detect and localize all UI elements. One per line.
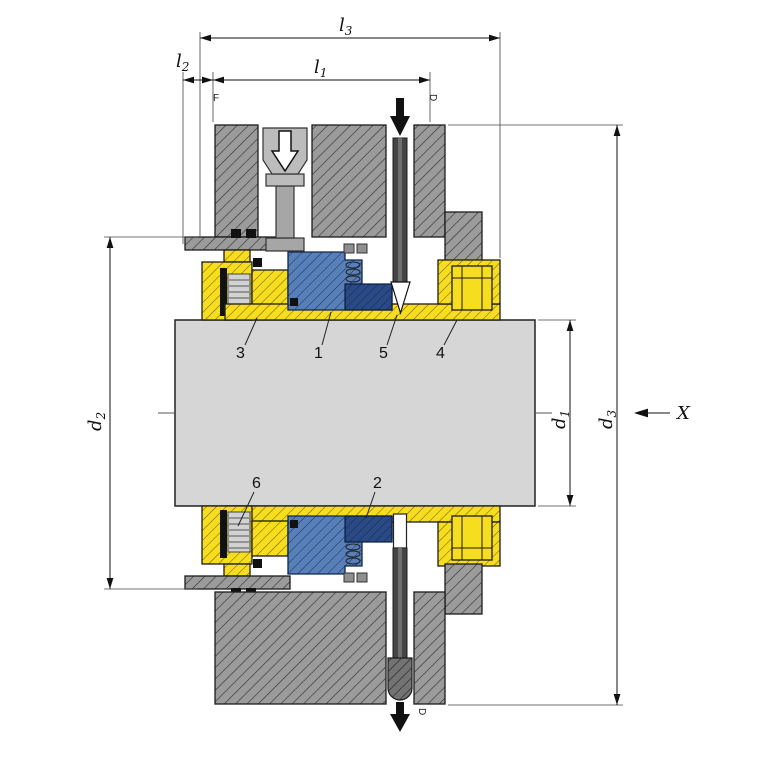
lower-right-gland <box>437 515 501 615</box>
upper-housing-left <box>214 124 259 238</box>
grub-screw <box>356 572 368 583</box>
upper-housing-mid <box>311 124 387 238</box>
set-screw <box>246 229 256 238</box>
gland-cap <box>223 563 251 577</box>
upper-housing-right <box>413 124 446 238</box>
part-label-3: 3 <box>236 345 245 362</box>
spring-coil <box>345 275 361 283</box>
lower-clamp-plate <box>184 575 291 590</box>
dim-label-l1: l1 <box>314 57 327 80</box>
stud-highlight <box>398 138 402 286</box>
port-arrow-top-icon <box>390 98 410 136</box>
white-pointer <box>390 281 411 316</box>
grub-screw <box>343 243 355 254</box>
spring-coil <box>345 550 361 558</box>
dim-label-d3: d3 <box>596 409 619 429</box>
o-ring <box>220 510 227 558</box>
upper-right-gland <box>437 259 501 311</box>
dim-label-x: X <box>675 403 691 424</box>
part-callouts: 3 1 5 4 6 2 <box>236 311 458 527</box>
lower-housing-right <box>413 591 446 705</box>
gland-cap <box>223 249 251 263</box>
lower-stud <box>387 513 413 732</box>
port-arrow-bottom-icon <box>390 702 410 732</box>
o-ring <box>290 520 298 528</box>
lower-housing-step <box>444 563 483 615</box>
dim-d2: d2 <box>85 236 198 590</box>
part-label-5: 5 <box>379 345 388 362</box>
gland-step <box>251 520 289 557</box>
set-screw <box>231 229 241 238</box>
dim-d3: d3 <box>448 124 623 706</box>
spring-coil <box>345 543 361 551</box>
socket-screw <box>262 127 308 252</box>
part-label-2: 2 <box>373 475 382 492</box>
annotation-port-top: D <box>427 94 438 101</box>
lower-left-gland <box>201 505 289 577</box>
part-label-1: 1 <box>314 345 323 362</box>
lower-housing-left <box>214 591 387 705</box>
part-label-4: 4 <box>436 345 445 362</box>
grub-screw <box>343 572 355 583</box>
lower-seal-unit <box>287 515 393 583</box>
shaft <box>174 319 536 507</box>
annotation-flush: F <box>213 93 219 104</box>
gland-bolt <box>451 515 493 561</box>
lower-housing <box>214 591 446 705</box>
dim-l2: l2 <box>176 51 213 244</box>
stud-highlight <box>398 548 402 658</box>
flush-arrow-white-icon <box>270 130 300 173</box>
spring-coil <box>345 268 361 276</box>
view-x-arrow: X <box>634 403 691 424</box>
dim-l3: l3 <box>199 15 501 258</box>
gland-bolt <box>451 265 493 311</box>
stud-white-segment <box>392 513 408 549</box>
upper-stud <box>390 98 411 316</box>
x-arrow-icon <box>634 408 648 418</box>
gland-step <box>251 269 289 306</box>
dim-label-l3: l3 <box>339 15 353 38</box>
dim-d1: d1 <box>538 319 576 507</box>
part-label-6: 6 <box>252 475 261 492</box>
screw-collar <box>265 173 305 187</box>
upper-seal-unit <box>287 243 393 311</box>
o-ring <box>253 559 262 568</box>
screw-boss <box>265 237 305 252</box>
spring-coil <box>345 557 361 565</box>
o-ring <box>220 268 227 316</box>
annotation-port-bottom: D <box>416 708 427 715</box>
spring-coil <box>345 261 361 269</box>
hex-nut <box>387 657 413 701</box>
dim-l1: l1 <box>212 57 431 122</box>
grub-screw <box>356 243 368 254</box>
dim-label-d1: d1 <box>549 410 572 429</box>
upper-housing-step <box>444 211 483 263</box>
o-ring <box>290 298 298 306</box>
dim-label-d2: d2 <box>85 412 108 431</box>
screw-shank <box>275 185 295 239</box>
stationary-seat <box>344 283 393 311</box>
o-ring <box>253 258 262 267</box>
stationary-seat <box>344 515 393 543</box>
dim-label-l2: l2 <box>176 51 189 74</box>
